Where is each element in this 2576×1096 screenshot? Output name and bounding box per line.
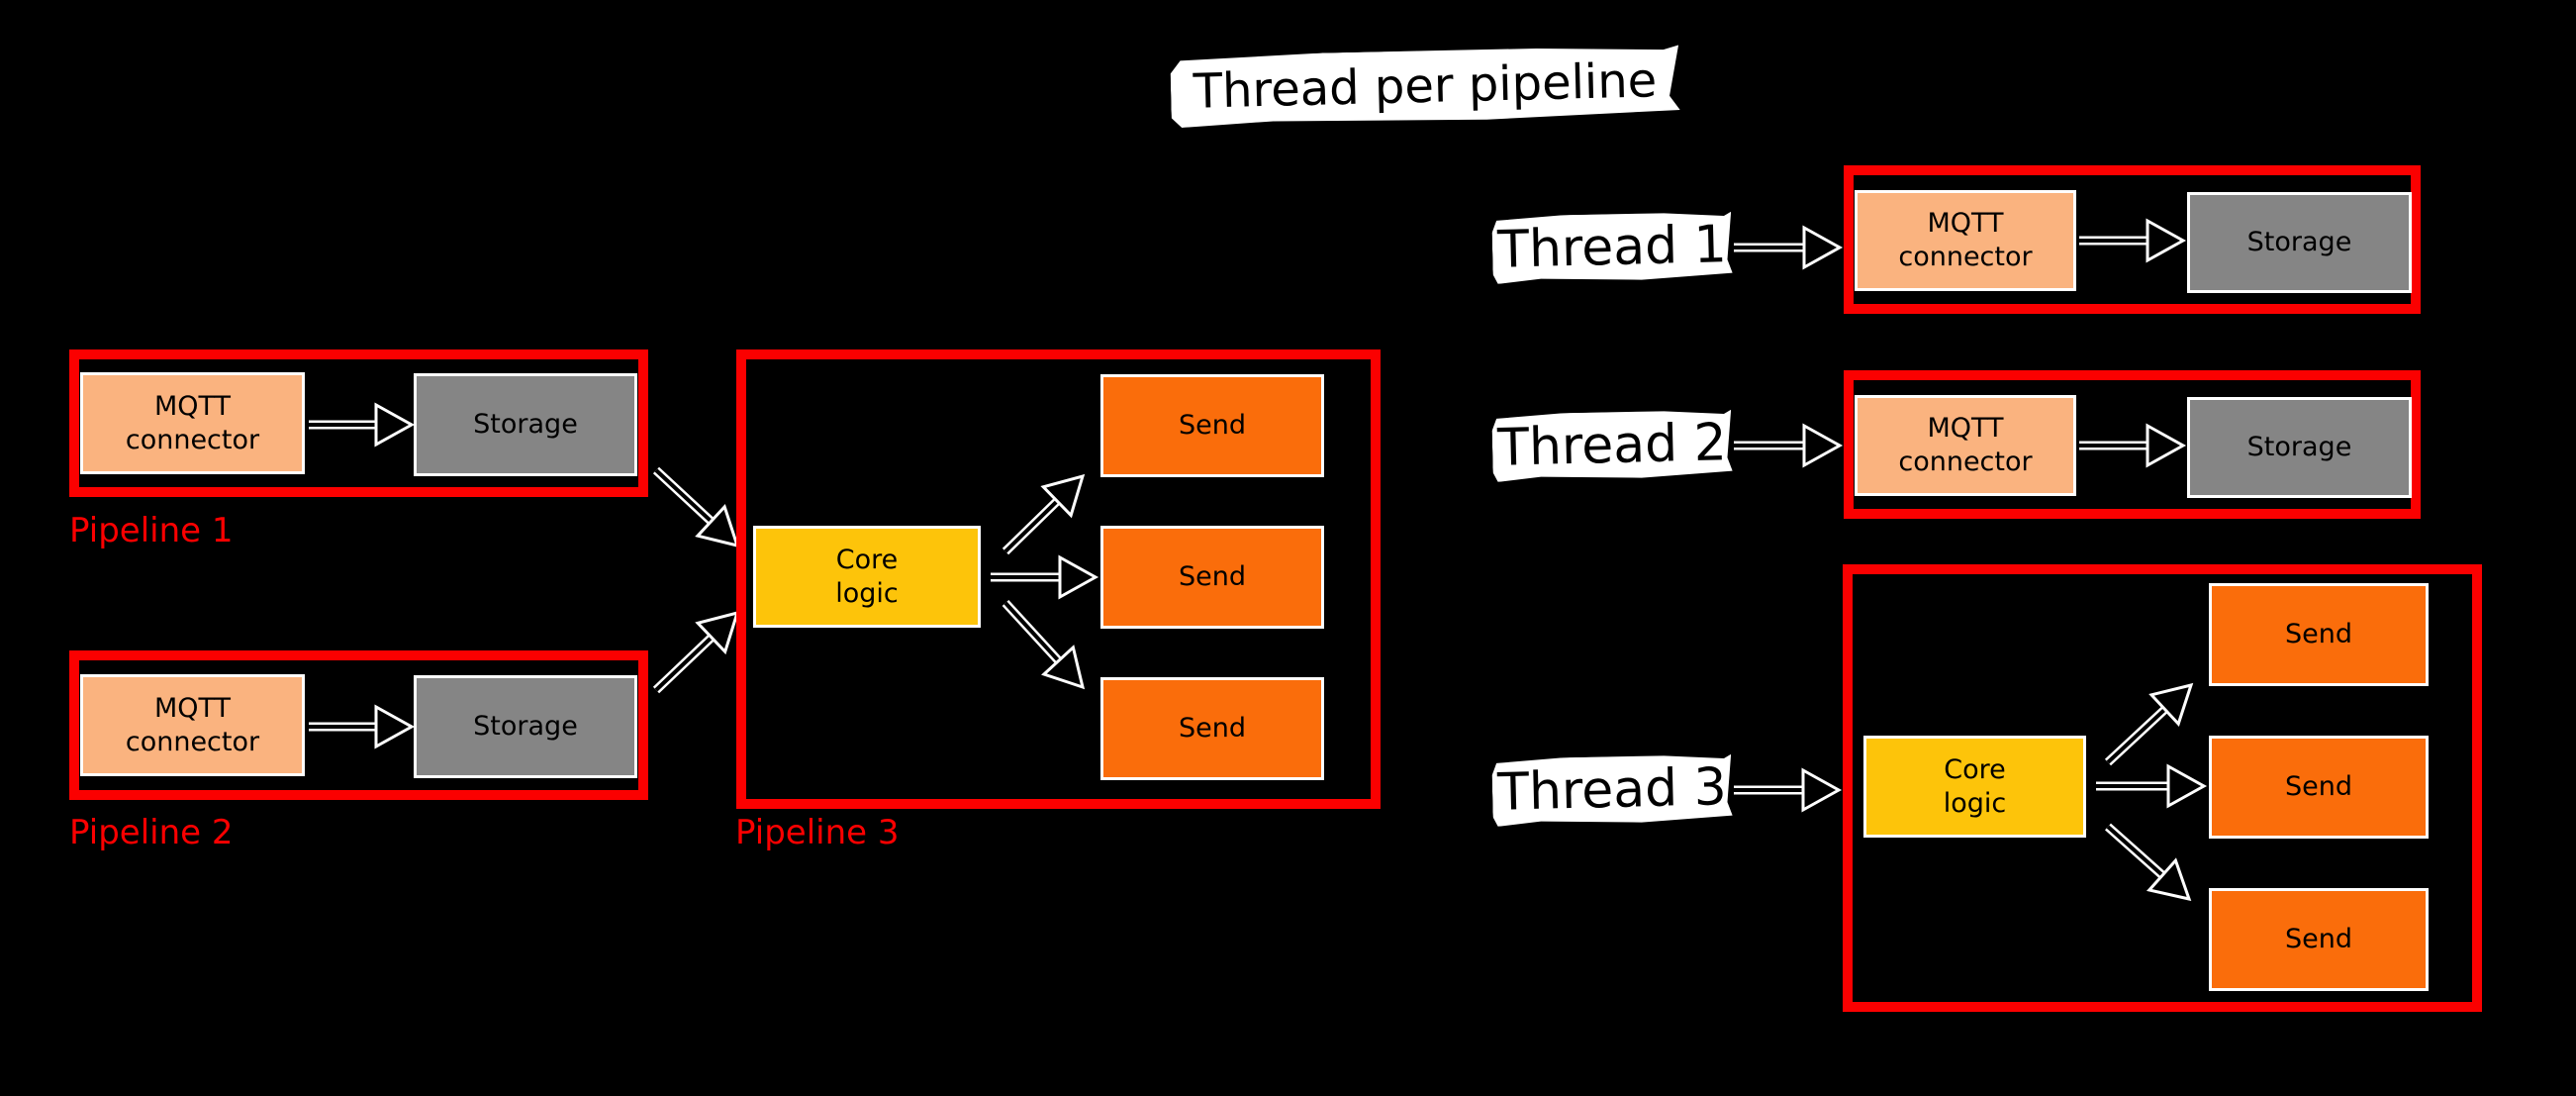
thread-2-storage-text: Storage <box>2246 432 2352 463</box>
pipeline-3-send-3-node: Send <box>1100 677 1324 780</box>
arrow-thread3-label-to-box <box>1734 767 1843 813</box>
thread-3-label: Thread 3 <box>1496 757 1728 823</box>
pipeline-3-send-3-text: Send <box>1178 713 1246 745</box>
thread-3-send-3-node: Send <box>2209 888 2429 991</box>
thread-1-label: Thread 1 <box>1496 215 1728 280</box>
thread-2-mqtt-connector-node: MQTT connector <box>1855 395 2076 496</box>
thread-1-mqtt-connector-text: MQTT connector <box>1898 208 2033 272</box>
arrow-thread1-label-to-box <box>1734 225 1844 270</box>
arrow-pipeline3-core-to-send-1 <box>1002 473 1086 555</box>
pipeline-3-send-1-text: Send <box>1178 410 1246 442</box>
arrow-thread1-mqtt-to-storage <box>2079 218 2187 263</box>
pipeline-3-send-2-node: Send <box>1100 526 1324 629</box>
thread-2-storage-node: Storage <box>2187 397 2412 498</box>
arrow-thread2-mqtt-to-storage <box>2079 423 2187 468</box>
arrow-pipeline1-mqtt-to-storage <box>309 402 416 448</box>
thread-2-mqtt-connector-text: MQTT connector <box>1898 413 2033 477</box>
arrow-thread3-core-to-send-1 <box>2104 682 2194 766</box>
arrow-thread3-core-to-send-2 <box>2096 763 2208 809</box>
pipeline-2-label: Pipeline 2 <box>69 813 234 852</box>
pipeline-2-storage-text: Storage <box>473 711 578 743</box>
pipeline-2-storage-node: Storage <box>414 675 637 778</box>
thread-3-banner: Thread 3 <box>1491 753 1733 827</box>
pipeline-3-label: Pipeline 3 <box>735 813 900 852</box>
thread-2-boundary <box>1844 370 2421 519</box>
arrow-pipeline2-to-core-logic <box>652 610 740 694</box>
thread-3-send-1-text: Send <box>2284 619 2352 650</box>
thread-3-send-1-node: Send <box>2209 583 2429 686</box>
pipeline-2-mqtt-connector-text: MQTT connector <box>125 692 260 757</box>
pipeline-1-mqtt-connector-node: MQTT connector <box>80 372 305 474</box>
pipeline-3-send-1-node: Send <box>1100 374 1324 477</box>
thread-1-banner: Thread 1 <box>1491 211 1733 284</box>
arrow-thread2-label-to-box <box>1734 423 1844 468</box>
thread-3-send-3-text: Send <box>2284 924 2352 955</box>
thread-1-storage-text: Storage <box>2246 227 2352 258</box>
arrow-pipeline3-core-to-send-2 <box>991 554 1099 600</box>
pipeline-3-boundary <box>736 349 1381 809</box>
thread-1-boundary <box>1844 165 2421 314</box>
arrow-pipeline3-core-to-send-3 <box>1002 599 1086 690</box>
title-text: Thread per pipeline <box>1193 52 1658 120</box>
pipeline-1-boundary <box>69 349 648 497</box>
pipeline-2-boundary <box>69 650 648 800</box>
pipeline-1-storage-node: Storage <box>414 373 637 476</box>
pipeline-3-send-2-text: Send <box>1178 561 1246 593</box>
pipeline-3-core-logic-node: Core logic <box>753 526 981 628</box>
thread-2-banner: Thread 2 <box>1491 409 1733 482</box>
thread-1-mqtt-connector-node: MQTT connector <box>1855 190 2076 291</box>
thread-3-send-2-text: Send <box>2284 771 2352 803</box>
pipeline-1-mqtt-connector-text: MQTT connector <box>125 390 260 455</box>
thread-3-core-logic-text: Core logic <box>1943 753 2007 819</box>
arrow-thread3-core-to-send-3 <box>2105 823 2192 902</box>
pipeline-1-label: Pipeline 1 <box>69 511 234 550</box>
thread-3-send-2-node: Send <box>2209 736 2429 839</box>
thread-1-storage-node: Storage <box>2187 192 2412 293</box>
thread-3-boundary <box>1843 564 2482 1012</box>
pipeline-3-core-logic-text: Core logic <box>835 544 899 609</box>
arrow-pipeline2-mqtt-to-storage <box>309 704 416 749</box>
arrow-pipeline1-to-core-logic <box>652 466 740 548</box>
thread-2-label: Thread 2 <box>1496 413 1728 478</box>
thread-3-core-logic-node: Core logic <box>1863 736 2086 838</box>
pipeline-1-storage-text: Storage <box>473 409 578 441</box>
pipeline-2-mqtt-connector-node: MQTT connector <box>80 674 305 776</box>
